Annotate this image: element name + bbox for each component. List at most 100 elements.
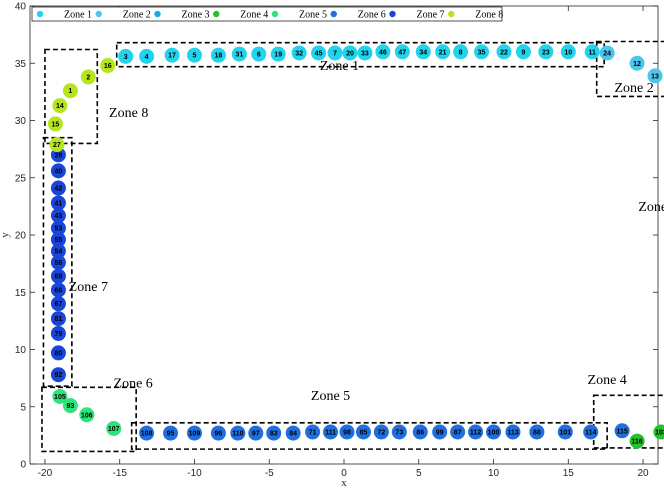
legend-entry: Zone 4 (240, 10, 268, 21)
data-point-label: 88 (533, 429, 541, 436)
data-point-label: 46 (379, 49, 387, 56)
data-point-label: 32 (295, 50, 303, 57)
data-point (50, 163, 66, 179)
x-tick-label: -10 (187, 468, 202, 479)
data-point (560, 44, 576, 60)
data-point (432, 424, 448, 440)
x-tick-label: 0 (341, 468, 347, 479)
data-point-label: 41 (55, 200, 63, 207)
data-point (557, 424, 573, 440)
zone-box (44, 48, 99, 145)
data-point-label: 12 (633, 61, 641, 68)
legend-entry: Zone 2 (123, 10, 151, 21)
y-tick-label: 30 (15, 116, 27, 127)
legend-box (31, 6, 503, 22)
data-point (515, 44, 531, 60)
zone-label: Zone 8 (109, 106, 148, 121)
data-point-label: 42 (55, 186, 63, 193)
y-tick-label: 25 (15, 173, 27, 184)
data-point-label: 67 (55, 301, 63, 308)
x-axis-label: x (341, 477, 347, 489)
data-point (339, 424, 355, 440)
x-tick-label: -15 (112, 468, 127, 479)
y-tick-label: 20 (15, 231, 27, 242)
data-point (49, 137, 65, 153)
data-point-label: 108 (141, 431, 153, 438)
x-tick-label: 5 (416, 468, 422, 479)
data-point-label: 7 (333, 50, 337, 57)
data-point-label: 5 (193, 53, 197, 60)
zone-boxes (41, 40, 664, 453)
y-tick-label: 35 (15, 59, 27, 70)
data-point-label: 116 (631, 439, 642, 446)
data-point (355, 424, 371, 440)
data-point (599, 45, 615, 61)
data-point (163, 425, 179, 441)
data-point-label: 3 (124, 54, 128, 61)
data-point-label: 87 (454, 429, 462, 436)
data-point-label: 10 (564, 49, 572, 56)
data-point (62, 398, 78, 414)
data-point-label: 105 (54, 394, 66, 401)
data-point (583, 424, 599, 440)
data-point (629, 433, 645, 449)
data-point-label: 81 (55, 316, 63, 323)
data-point (50, 243, 66, 259)
data-point (50, 208, 66, 224)
zone-label: Zone 7 (69, 280, 108, 295)
data-point-label: 45 (315, 50, 323, 57)
data-point-label: 47 (398, 49, 406, 56)
data-point (311, 45, 327, 61)
data-point (79, 407, 95, 423)
data-point (270, 46, 286, 62)
x-tick-label: -5 (265, 468, 274, 479)
data-point (106, 421, 122, 437)
data-point (266, 425, 282, 441)
data-point (118, 48, 134, 64)
legend-marker (36, 10, 44, 18)
data-point (50, 282, 66, 298)
data-point-label: 86 (416, 429, 424, 436)
data-point (653, 424, 664, 440)
data-point (139, 48, 155, 64)
data-point (357, 45, 373, 61)
data-point-label: 21 (439, 49, 447, 56)
data-point (285, 425, 301, 441)
data-point-label: 1 (68, 88, 72, 95)
data-point (80, 69, 96, 85)
legend-entry: Zone 5 (299, 10, 327, 21)
data-point-label: 113 (507, 429, 518, 436)
legend-entry: Zone 8 (475, 10, 503, 21)
data-point (210, 47, 226, 63)
data-point-label: 56 (55, 260, 63, 267)
legend-entry: Zone 3 (182, 10, 210, 21)
data-point (291, 45, 307, 61)
data-point (614, 423, 630, 439)
data-point (50, 268, 66, 284)
legend-marker (271, 10, 279, 18)
data-point (342, 45, 358, 61)
data-point (327, 45, 343, 61)
data-point-label: 96 (215, 431, 223, 438)
zone-label: Zone 2 (614, 81, 653, 96)
data-point-label: 2 (86, 74, 90, 81)
data-point-label: 85 (360, 429, 368, 436)
legend-entry: Zone 7 (417, 10, 445, 21)
data-point (435, 44, 451, 60)
x-tick-label: 15 (563, 468, 575, 479)
data-point-label: 95 (167, 431, 175, 438)
data-point (50, 220, 66, 236)
data-point (50, 325, 66, 341)
data-point-label: 100 (488, 429, 500, 436)
data-point-label: 35 (478, 49, 486, 56)
data-point-label: 106 (81, 412, 93, 419)
data-point (50, 296, 66, 312)
data-point-label: 20 (346, 50, 354, 57)
data-point-label: 114 (585, 429, 596, 436)
legend-marker (389, 10, 396, 18)
x-tick-label: -20 (38, 468, 53, 479)
data-point (486, 424, 502, 440)
data-point (373, 424, 389, 440)
